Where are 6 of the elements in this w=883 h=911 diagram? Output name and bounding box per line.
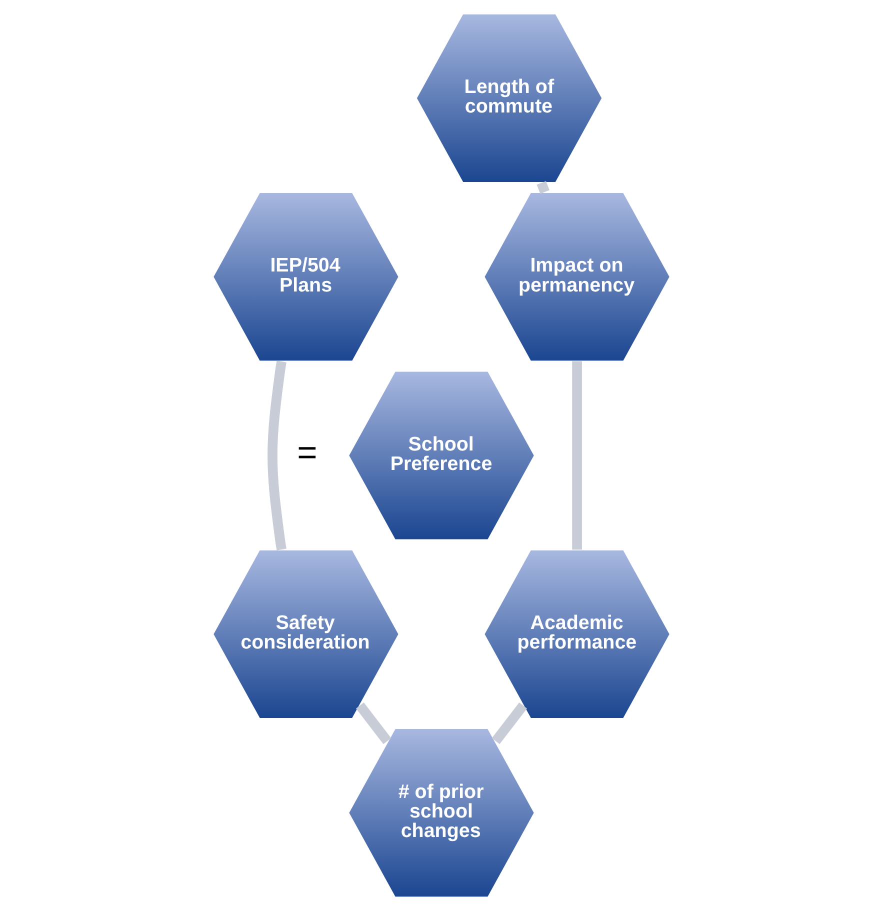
connector — [492, 702, 527, 744]
connector — [536, 181, 550, 194]
connector — [572, 361, 582, 550]
connector — [268, 360, 286, 550]
label: = — [297, 434, 318, 472]
connector — [356, 702, 392, 744]
